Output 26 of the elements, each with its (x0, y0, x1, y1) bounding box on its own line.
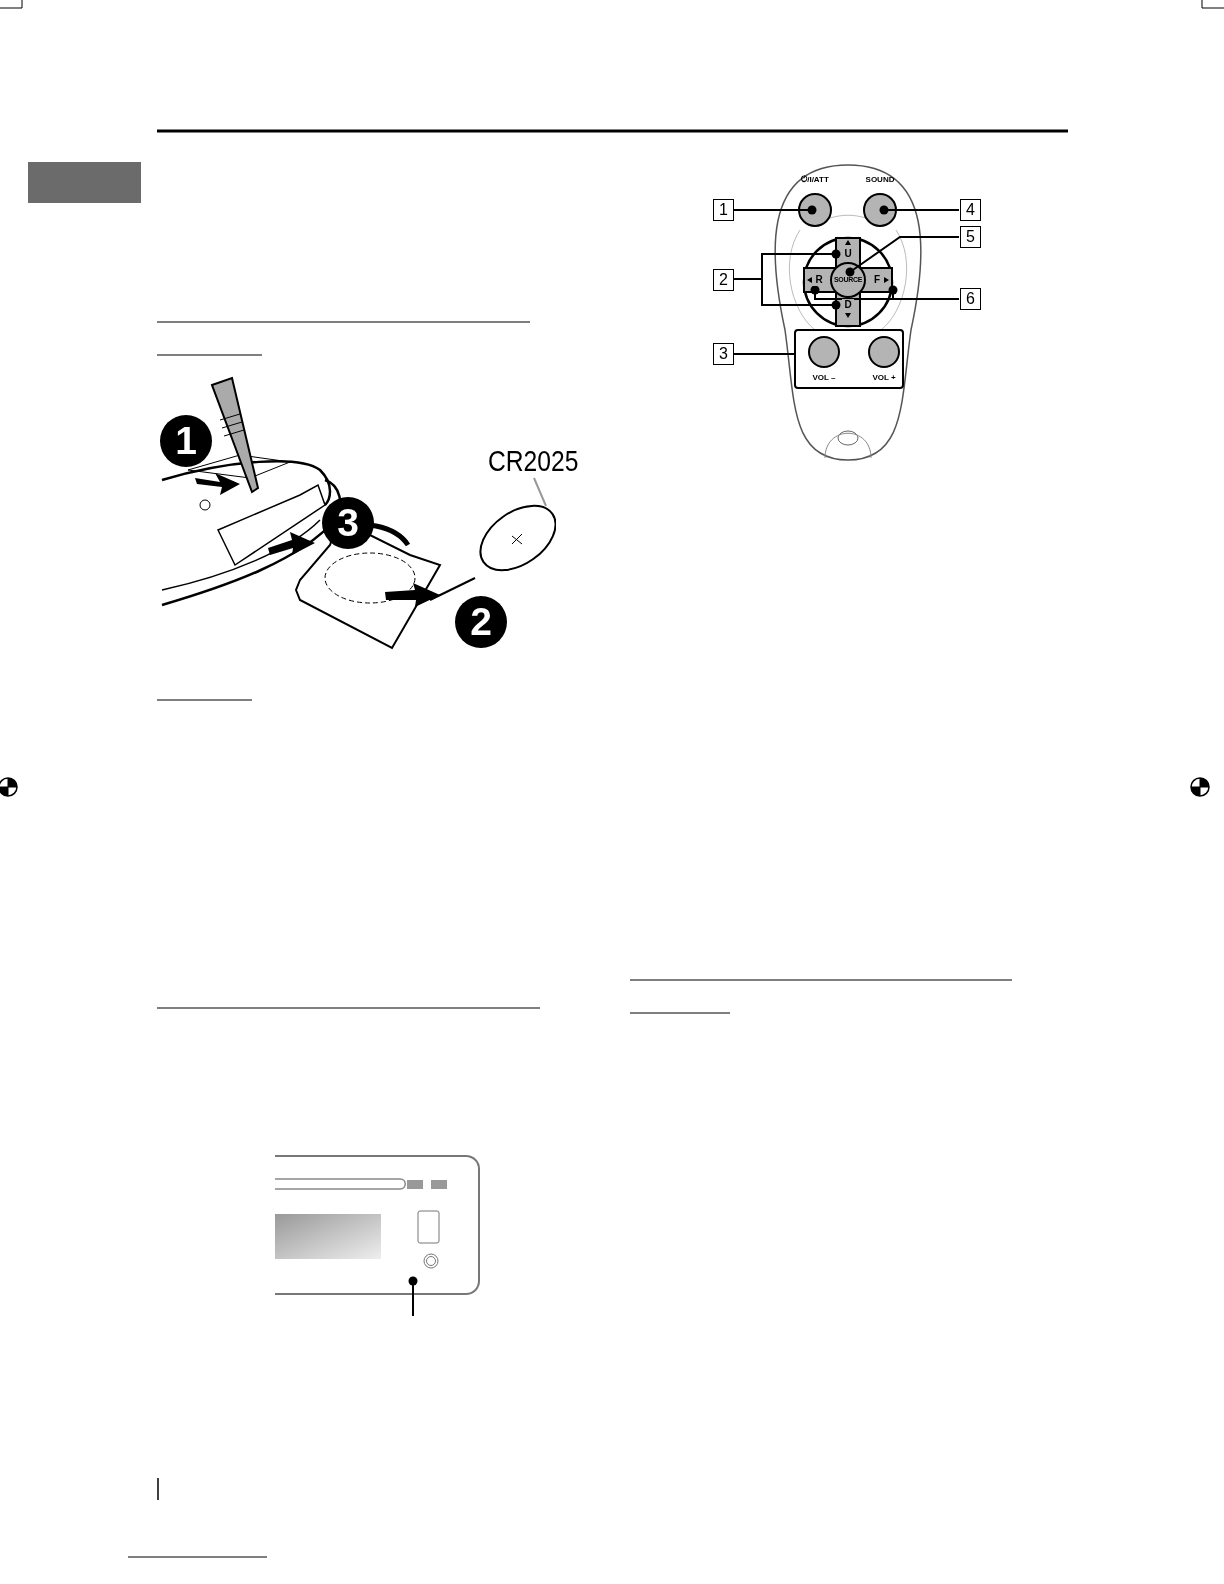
leader-line (533, 477, 547, 507)
button-label: VOL + (871, 373, 897, 382)
button-label: R (813, 274, 825, 286)
volume-button-panel (794, 329, 904, 389)
button-label: U (842, 248, 854, 260)
callout-number: 3 (713, 343, 734, 365)
leader-line (733, 205, 817, 215)
callout-number: 1 (713, 199, 734, 221)
button-label: SOUND (864, 175, 896, 184)
leader-line (845, 236, 960, 277)
callout-number: 5 (960, 226, 981, 248)
leader-line (733, 353, 795, 355)
leader-line (408, 1276, 418, 1317)
button-label: D (842, 299, 854, 311)
step-number: 3 (322, 497, 374, 549)
callout-number: 2 (713, 269, 734, 291)
leader-line (879, 205, 960, 215)
button-label: ⏻/I/ATT (800, 175, 830, 185)
callout-number: 6 (960, 288, 981, 310)
button-label: F (871, 274, 883, 286)
step-number: 2 (455, 596, 507, 648)
step-number: 1 (160, 415, 212, 467)
section-tab (28, 162, 141, 203)
battery-type-label: CR2025 (488, 445, 579, 478)
callout-number: 4 (960, 199, 981, 221)
button-label: VOL – (811, 373, 837, 382)
